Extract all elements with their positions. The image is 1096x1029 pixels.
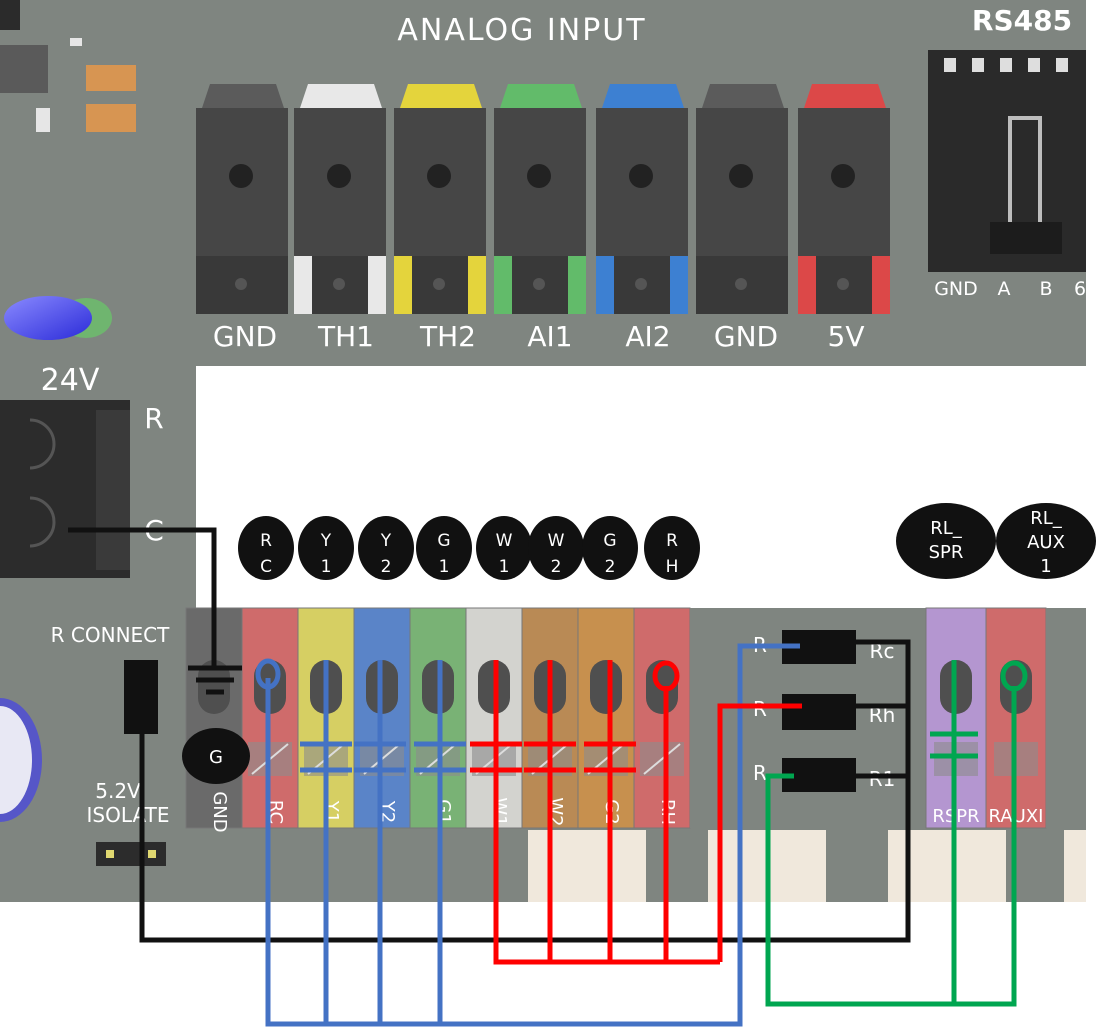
analog-label: GND — [714, 320, 778, 353]
svg-text:W: W — [496, 531, 513, 551]
smd-chip — [0, 0, 20, 30]
svg-text:1: 1 — [499, 557, 510, 577]
rs485-pin-label: B — [1039, 278, 1052, 300]
relay-coil-block — [782, 694, 856, 730]
blue-led — [4, 296, 92, 340]
red-terminal-ring — [652, 660, 680, 692]
power-label: 24V — [41, 363, 100, 398]
svg-text:G: G — [209, 747, 223, 768]
blue-wire — [265, 643, 800, 1027]
terminal-label: W1 — [489, 797, 510, 826]
red-wire — [717, 703, 802, 962]
relay-terminal-block: RSPRRAUXI — [925, 607, 1086, 829]
terminal-rh[interactable]: RH — [633, 607, 691, 829]
terminal-label: G1 — [433, 799, 454, 824]
callout-w1: W1 — [476, 516, 532, 580]
callout-y2: Y2 — [358, 516, 414, 580]
power-connector — [0, 400, 130, 578]
analog-input-connectors — [196, 84, 890, 314]
svg-text:SPR: SPR — [929, 542, 964, 563]
svg-text:RL_: RL_ — [1030, 508, 1063, 529]
callout-w2: W2 — [528, 516, 584, 580]
svg-text:RL_: RL_ — [930, 518, 963, 539]
rs485-pin-label: A — [998, 278, 1011, 300]
svg-text:1: 1 — [321, 557, 332, 577]
analog-label: TH2 — [419, 320, 476, 353]
callout-g2: G2 — [582, 516, 638, 580]
analog-connector — [494, 84, 586, 314]
relay-pin-left: R — [753, 697, 767, 721]
analog-label: AI1 — [527, 320, 572, 353]
smd-chip — [0, 45, 48, 93]
relay-coil-block — [782, 758, 856, 792]
callout-rc: RC — [238, 516, 294, 580]
analog-connector — [294, 84, 386, 314]
analog-connector — [596, 84, 688, 314]
svg-text:R: R — [666, 531, 678, 551]
isolate-jumper — [96, 842, 166, 866]
capacitor-top — [0, 706, 32, 814]
analog-input-title: ANALOG INPUT — [397, 13, 646, 48]
callout-rl-spr: RL_ SPR — [896, 503, 996, 579]
analog-connector — [798, 84, 890, 314]
terminal-label: GND — [209, 791, 230, 832]
svg-text:R: R — [260, 531, 272, 551]
isolate-label: ISOLATE — [87, 803, 170, 827]
svg-text:Y: Y — [320, 531, 332, 551]
analog-label: 5V — [828, 320, 865, 353]
svg-text:Y: Y — [380, 531, 392, 551]
svg-text:1: 1 — [1040, 556, 1051, 577]
svg-text:H: H — [666, 557, 679, 577]
relay-pin-right: R1 — [869, 767, 896, 791]
analog-connector — [696, 84, 788, 314]
r-connect-jumper — [124, 660, 158, 734]
power-pin-r: R — [144, 402, 163, 435]
svg-text:1: 1 — [439, 557, 450, 577]
rs485-pin-label: 6 — [1074, 278, 1086, 300]
terminal-g2[interactable]: G2 — [577, 607, 635, 829]
smd-pad — [70, 38, 82, 46]
green-wire — [765, 686, 1017, 1007]
smd-resistor — [36, 108, 50, 132]
relay-pin-left: R — [753, 761, 767, 785]
blue-terminal-ring — [255, 658, 281, 690]
callout-rl-aux1: RL_ AUX 1 — [996, 503, 1096, 579]
callout-rh: RH — [644, 516, 700, 580]
svg-text:G: G — [437, 531, 450, 551]
svg-text:C: C — [260, 557, 272, 577]
smd-capacitor — [86, 104, 136, 132]
wiring — [68, 527, 1028, 1027]
black-wire — [139, 639, 911, 943]
svg-text:2: 2 — [605, 557, 616, 577]
callout-g1: G1 — [416, 516, 472, 580]
svg-text:AUX: AUX — [1027, 532, 1065, 553]
isolate-label: 5.2V — [95, 779, 141, 803]
smd-capacitor — [86, 65, 136, 91]
svg-text:G: G — [603, 531, 616, 551]
rs485-header — [928, 50, 1086, 272]
analog-connector — [196, 84, 288, 314]
svg-text:2: 2 — [551, 557, 562, 577]
analog-label: GND — [213, 320, 277, 353]
green-terminal-ring — [1000, 660, 1028, 692]
relay-box — [528, 830, 646, 902]
r-connect-label: R CONNECT — [51, 623, 170, 647]
rs485-pin-label: GND — [934, 278, 978, 300]
analog-label: TH1 — [317, 320, 374, 353]
rs485-title: RS485 — [972, 4, 1072, 37]
svg-text:2: 2 — [381, 557, 392, 577]
black-wire — [68, 527, 217, 668]
svg-text:W: W — [548, 531, 565, 551]
analog-label: AI2 — [625, 320, 670, 353]
callout-y1: Y1 — [298, 516, 354, 580]
analog-connector — [394, 84, 486, 314]
relay-box — [1064, 830, 1086, 902]
callout-ground: G — [182, 728, 250, 784]
